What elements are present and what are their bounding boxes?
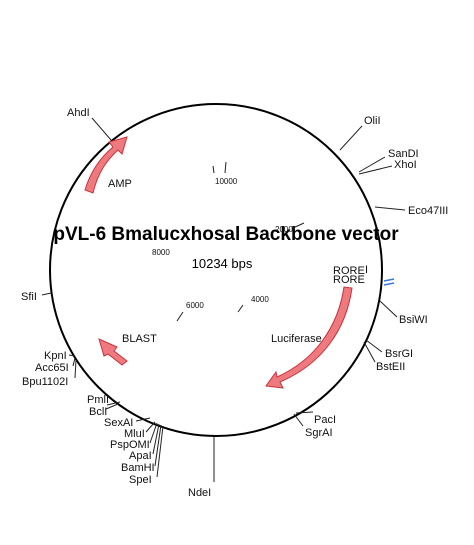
site-bsteii: BstEII [376, 361, 405, 373]
rore-marker-1 [383, 278, 395, 282]
tick-label-10000: 10000 [215, 177, 238, 186]
site-paci: PacI [314, 414, 336, 426]
site-bamhi: BamHI [121, 462, 155, 474]
plasmid-backbone [49, 103, 383, 437]
tick-label-4000: 4000 [251, 295, 269, 304]
site-eco47iii: Eco47III [408, 205, 448, 217]
luciferase-arrow [265, 286, 353, 389]
mlui-line [145, 421, 156, 433]
amp-label: AMP [108, 178, 132, 190]
site-xhoi: XhoI [394, 159, 417, 171]
pmli-line [106, 401, 121, 406]
plasmid-size: 10234 bps [192, 256, 253, 271]
restriction-sites: AhdI OliI SanDI XhoI Eco47III BsiWI BsrG… [21, 107, 448, 499]
site-bsrgi: BsrGI [385, 348, 413, 360]
site-bpu1102i: Bpu1102I [22, 376, 68, 388]
site-olil: OliI [364, 115, 381, 127]
rore-label-1: RORE [333, 265, 365, 277]
site-sandi: SanDI [388, 148, 419, 160]
apai-line [152, 423, 160, 455]
site-apai: ApaI [129, 450, 152, 462]
eco47iii-line [374, 206, 406, 211]
site-acc65i: Acc65I [35, 362, 69, 374]
sfii-line [41, 292, 52, 296]
bsteii-line [363, 341, 376, 363]
site-ahdi: AhdI [67, 107, 90, 119]
site-pmli: PmlI [87, 394, 109, 406]
site-psp0mi: PspOMI [110, 439, 150, 451]
bpu1102i-line [74, 359, 77, 379]
site-kpni: KpnI [44, 350, 67, 362]
tick-label-2000: 2000 [275, 225, 293, 234]
paci-line [295, 411, 314, 414]
xhoi-line [358, 165, 393, 175]
site-sgrai: SgrAI [305, 427, 333, 439]
rore-label-1-suffix: I [365, 264, 368, 276]
rore-marker-2 [383, 282, 395, 286]
tick-label-6000: 6000 [186, 301, 204, 310]
site-sfii: SfiI [21, 291, 37, 303]
ahdi-line [91, 117, 112, 141]
bsrgi-line [365, 339, 383, 353]
tick-mark-6000 [176, 311, 184, 322]
acc65i-line [72, 357, 76, 367]
site-spei: SpeI [129, 474, 152, 486]
bsiwi-line [379, 300, 398, 318]
amp-arrow [84, 136, 128, 194]
tick-mark-10000a [212, 165, 215, 174]
sexai-line [135, 417, 151, 422]
tick-label-8000: 8000 [152, 248, 170, 257]
site-ndei: NdeI [188, 487, 211, 499]
sandi-line [358, 156, 386, 173]
site-sexai: SexAI [104, 417, 133, 429]
coordinate-ticks: 10000 2000 4000 6000 8000 [152, 161, 305, 322]
bamhi-line [154, 424, 162, 467]
olil-line [339, 125, 363, 151]
psp0mi-line [149, 422, 158, 444]
tick-mark-4000 [237, 304, 244, 313]
sgrai-line [293, 413, 304, 427]
tick-mark-2000 [292, 222, 305, 229]
rore-label-2: RORE [333, 274, 365, 286]
spei-line [156, 425, 164, 478]
plasmid-title: pVL-6 Bmalucxhosal Backbone vector [53, 224, 399, 245]
kpni-line [68, 354, 76, 357]
blast-label: BLAST [122, 333, 157, 345]
site-mlui: MluI [124, 428, 145, 440]
luciferase-label: Luciferase [271, 333, 322, 345]
tick-mark-10000b [224, 161, 227, 174]
site-bcli: BclI [89, 406, 107, 418]
blast-arrow [98, 338, 128, 366]
bcli-line [105, 403, 119, 410]
site-bsiwi: BsiWI [399, 314, 428, 326]
